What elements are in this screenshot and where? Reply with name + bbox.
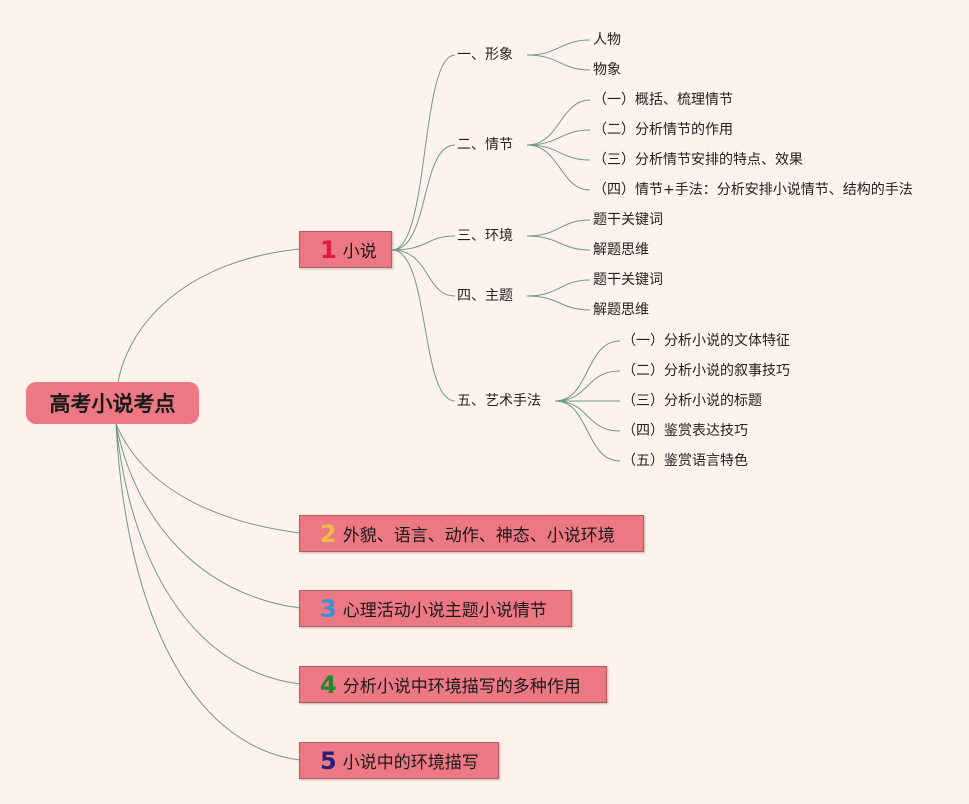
link-b1-s4 xyxy=(391,249,456,297)
link-root-b4 xyxy=(115,423,301,685)
branch-5[interactable]: 5 小说中的环境描写 xyxy=(299,742,499,779)
link-s2-l3 xyxy=(526,144,591,161)
leaf-item[interactable]: （二）分析小说的叙事技巧 xyxy=(622,363,790,379)
root-node[interactable]: 高考小说考点 xyxy=(26,382,199,424)
leaf-item[interactable]: （一）概括、梳理情节 xyxy=(593,92,733,108)
branch-label: 小说中的环境描写 xyxy=(342,753,479,773)
branch-label: 分析小说中环境描写的多种作用 xyxy=(342,677,581,697)
branch-4[interactable]: 4 分析小说中环境描写的多种作用 xyxy=(299,666,607,703)
link-s5-l5 xyxy=(554,400,621,462)
subtopic-image[interactable]: 一、形象 xyxy=(457,47,513,63)
link-b1-s5 xyxy=(391,249,456,402)
leaf-item[interactable]: 物象 xyxy=(593,62,621,78)
link-s1-l2 xyxy=(526,54,591,71)
link-s3-l2 xyxy=(526,235,591,251)
leaf-item[interactable]: 解题思维 xyxy=(593,302,649,318)
leaf-item[interactable]: （三）分析小说的标题 xyxy=(622,393,762,409)
branch-1[interactable]: 1 小说 xyxy=(299,231,392,268)
branch-number: 3 xyxy=(320,594,337,623)
link-s5-l1 xyxy=(554,340,621,402)
link-s4-l1 xyxy=(526,279,591,297)
link-s1-l1 xyxy=(526,39,591,56)
branch-number: 5 xyxy=(320,746,337,775)
link-s2-l4 xyxy=(526,144,591,191)
leaf-item[interactable]: （五）鉴赏语言特色 xyxy=(622,453,748,469)
link-s2-l1 xyxy=(526,99,591,146)
leaf-item[interactable]: （二）分析情节的作用 xyxy=(593,122,733,138)
leaf-item[interactable]: 题干关键词 xyxy=(593,272,663,288)
branch-3[interactable]: 3 心理活动小说主题小说情节 xyxy=(299,590,572,627)
link-root-b5 xyxy=(115,423,301,761)
subtopic-environment[interactable]: 三、环境 xyxy=(457,228,513,244)
leaf-item[interactable]: （四）情节+手法：分析安排小说情节、结构的手法 xyxy=(593,182,913,198)
branch-label: 心理活动小说主题小说情节 xyxy=(342,601,547,621)
link-s5-l4 xyxy=(554,400,621,432)
subtopic-theme[interactable]: 四、主题 xyxy=(457,288,513,304)
leaf-item[interactable]: 人物 xyxy=(593,32,621,48)
branch-number: 1 xyxy=(320,235,337,264)
link-s3-l1 xyxy=(526,219,591,237)
link-b1-s2 xyxy=(391,144,456,251)
link-s4-l2 xyxy=(526,295,591,311)
leaf-item[interactable]: （三）分析情节安排的特点、效果 xyxy=(593,152,803,168)
link-b1-s1 xyxy=(391,54,456,251)
link-b1-s3 xyxy=(391,235,456,251)
branch-number: 2 xyxy=(320,519,337,548)
leaf-item[interactable]: 解题思维 xyxy=(593,242,649,258)
subtopic-plot[interactable]: 二、情节 xyxy=(457,137,513,153)
branch-label: 外貌、语言、动作、神态、小说环境 xyxy=(342,526,615,546)
link-s2-l2 xyxy=(526,129,591,146)
branch-2[interactable]: 2 外貌、语言、动作、神态、小说环境 xyxy=(299,515,644,552)
branch-label: 小说 xyxy=(342,242,377,262)
leaf-item[interactable]: （四）鉴赏表达技巧 xyxy=(622,423,748,439)
leaf-item[interactable]: 题干关键词 xyxy=(593,212,663,228)
link-s5-l2 xyxy=(554,370,621,402)
branch-number: 4 xyxy=(320,670,337,699)
link-root-b1 xyxy=(117,248,301,383)
leaf-item[interactable]: （一）分析小说的文体特征 xyxy=(622,333,790,349)
subtopic-technique[interactable]: 五、艺术手法 xyxy=(457,393,541,409)
link-root-b2 xyxy=(115,423,301,534)
link-root-b3 xyxy=(115,423,301,609)
